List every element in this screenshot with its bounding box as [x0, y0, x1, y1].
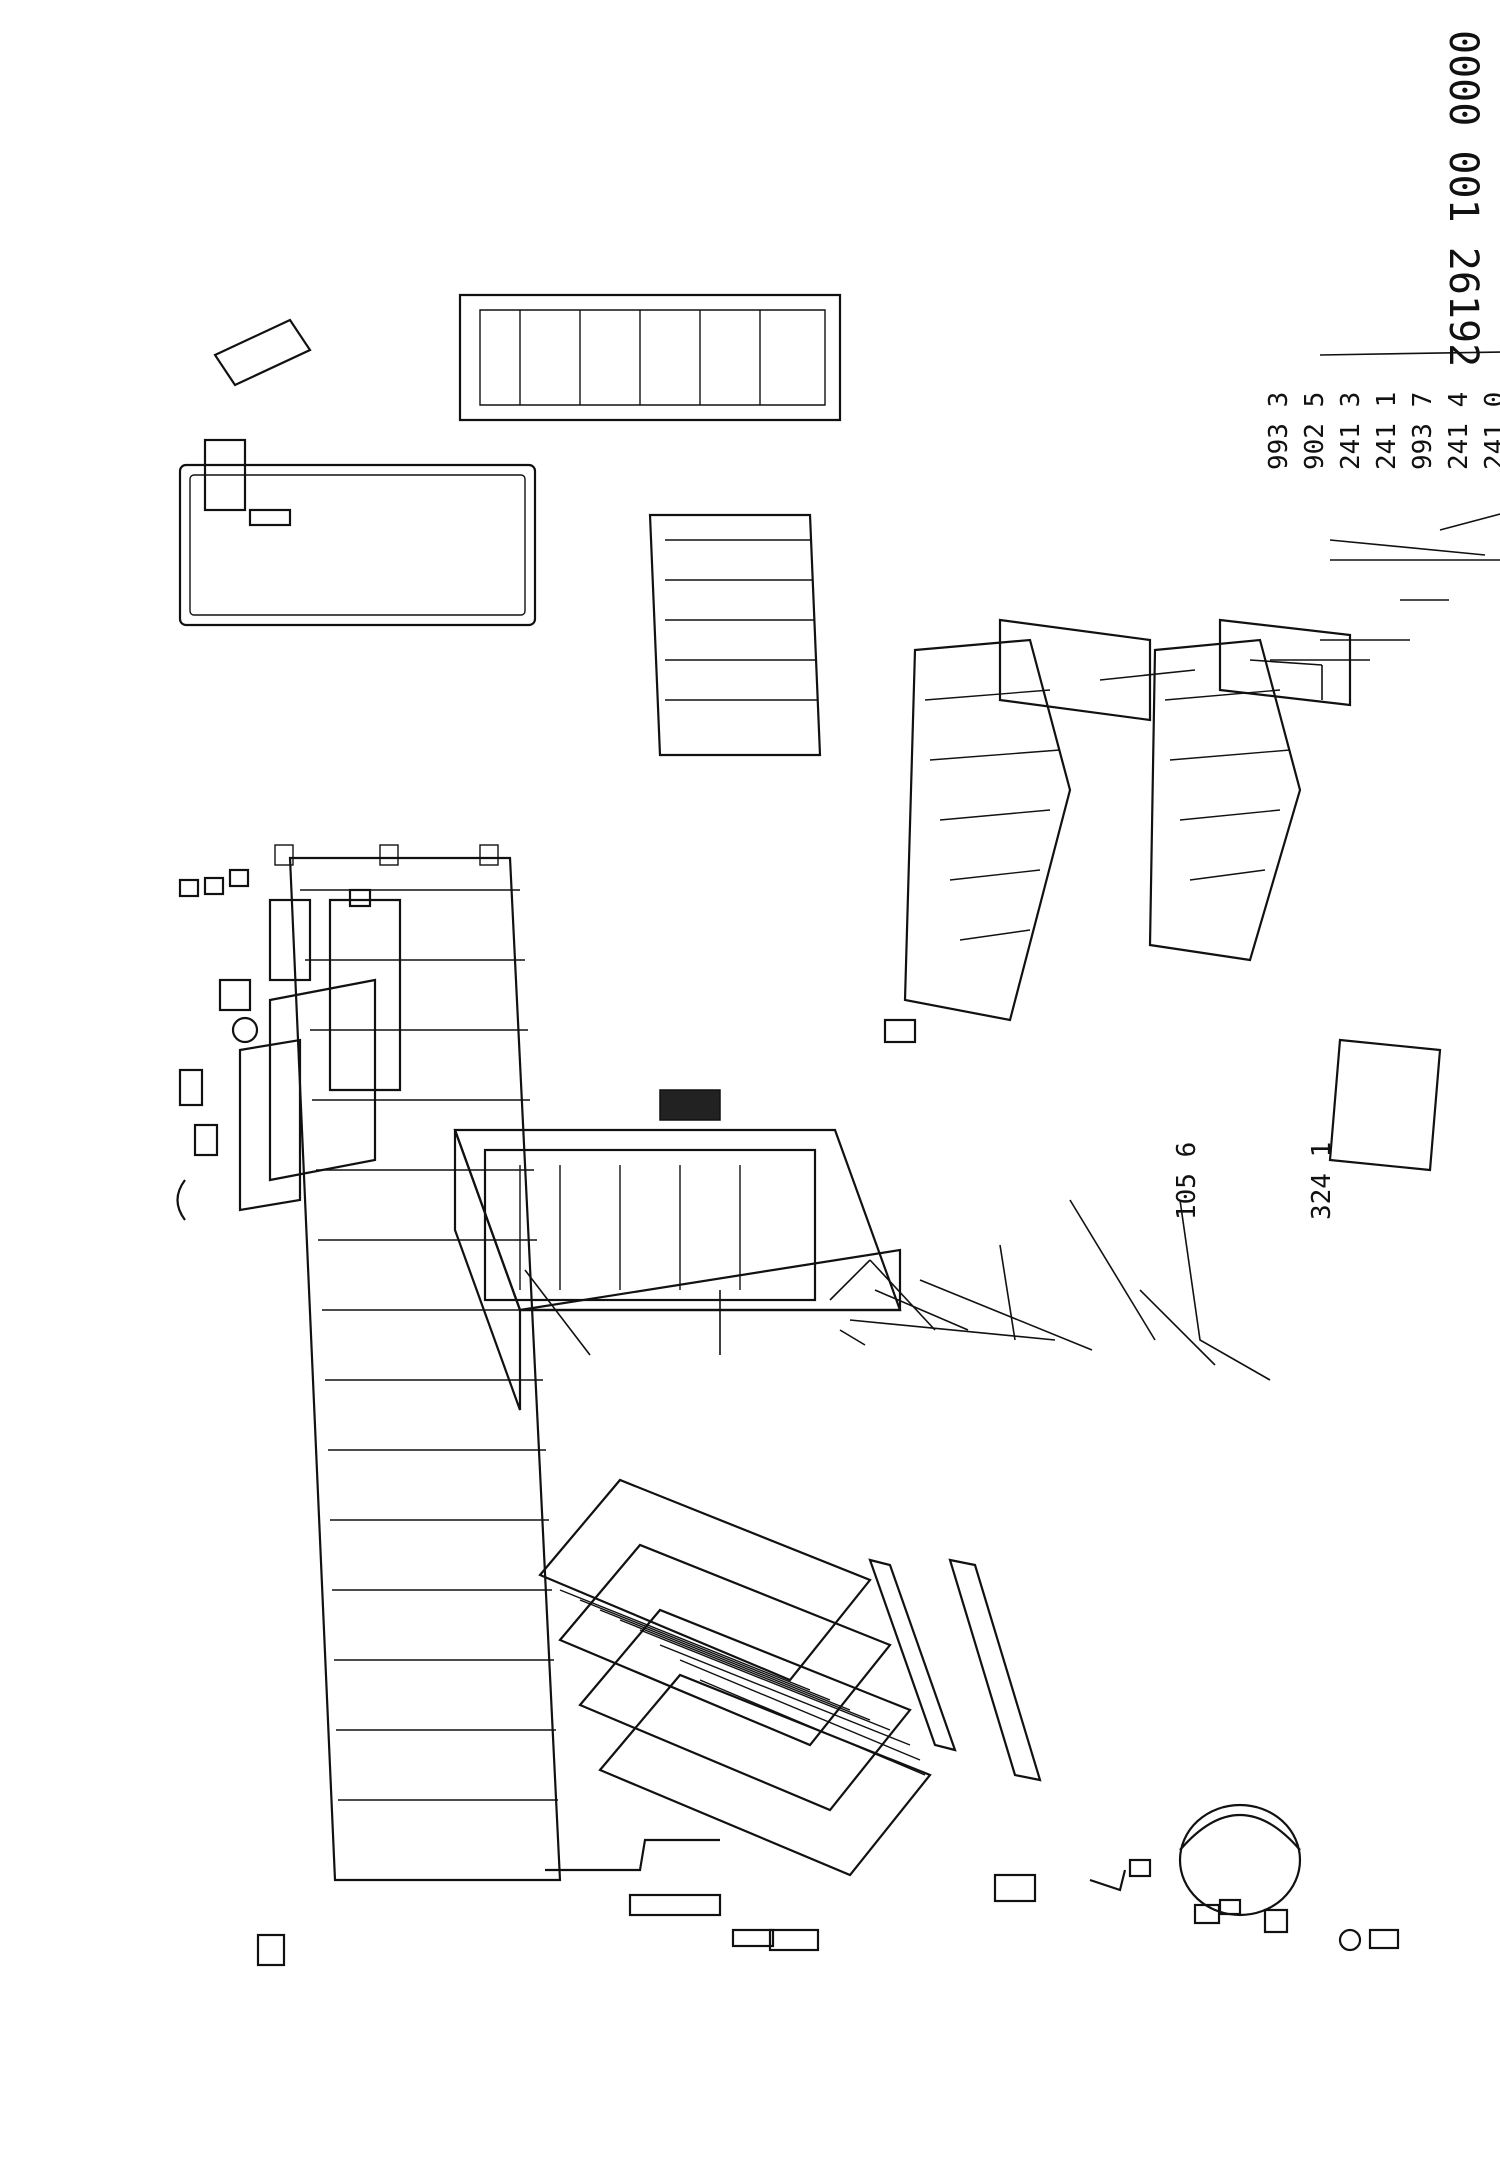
- basket-drawing-lower: [1148, 638, 1302, 962]
- hinge-cover-drawing: [883, 1018, 917, 1044]
- cover-drawing: [1328, 1038, 1442, 1172]
- door-hinge-drawing: [659, 1089, 721, 1121]
- handle-drawing: [268, 898, 312, 982]
- drier-drawing: [628, 1893, 722, 1917]
- cube-part-drawing: [256, 1933, 286, 1967]
- leader-lines: [524, 351, 1500, 1381]
- document-number: 0000 001 26192: [1440, 30, 1486, 367]
- bracket-drawing: [248, 508, 292, 527]
- part-number-label: 241 4: [1444, 392, 1474, 470]
- part-number-label: 241 3: [1336, 392, 1366, 470]
- hinge-drawing: [218, 978, 252, 1012]
- ice-tray-drawing: [213, 318, 312, 387]
- part-number-label: 993 3: [1264, 392, 1294, 470]
- drawer-front-drawing: [998, 618, 1152, 722]
- cabinet-drawing: [453, 1128, 902, 1411]
- evaporator-drawing: [274, 844, 562, 1882]
- part-number-label: 324 1: [1307, 1142, 1337, 1220]
- control-panel-drawing: [176, 868, 402, 1221]
- part-number-label: 241 0: [1480, 392, 1500, 470]
- wire-shelf-stack-drawing: [538, 1478, 932, 1877]
- basket-drawing-upper: [903, 638, 1072, 1022]
- drawer-drawing: [648, 513, 822, 757]
- part-labels: 740 3740 0764 0745 0231 1231 2233 1233 9…: [1172, 392, 1500, 1220]
- part-number-label: 105 6: [1172, 1142, 1202, 1220]
- door-gasket-drawing: [178, 463, 537, 627]
- drawer-front-drawing: [1218, 618, 1352, 707]
- bracket-drawing: [203, 438, 247, 512]
- part-number-label: 902 5: [1300, 392, 1330, 470]
- door-drawing: [458, 293, 842, 422]
- rail-drawing: [948, 1558, 1042, 1782]
- part-drawings: [176, 293, 1442, 1967]
- part-number-label: 241 1: [1372, 392, 1402, 470]
- small-parts-left-drawing: [731, 1803, 1400, 1952]
- rail-drawing: [868, 1558, 957, 1752]
- part-number-label: 993 7: [1408, 392, 1438, 470]
